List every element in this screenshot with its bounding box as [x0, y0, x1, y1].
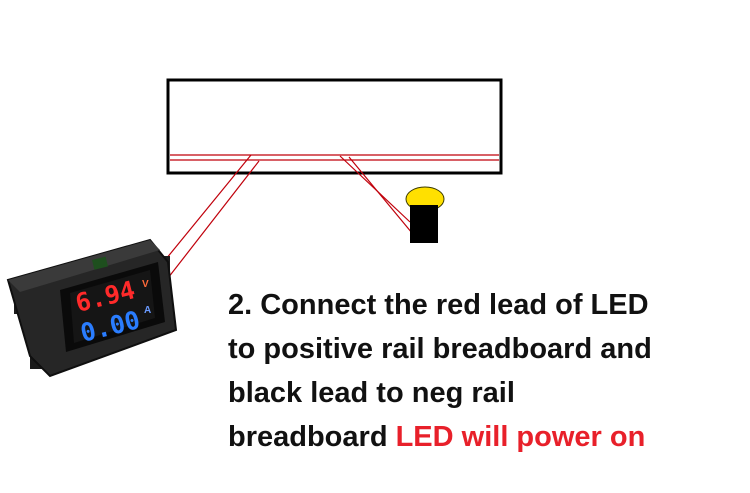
caption-line-4-text: breadboard — [228, 421, 396, 453]
led-lead-2 — [348, 156, 413, 234]
led — [405, 186, 445, 243]
caption-line-2: to positive rail breadboard and — [228, 333, 652, 365]
voltage-unit-label: V — [142, 279, 149, 290]
caption-line-1: 2. Connect the red lead of LED — [228, 289, 649, 321]
led-body — [410, 205, 438, 243]
current-unit-label: A — [144, 305, 151, 316]
meter-connector — [91, 256, 109, 270]
volt-amp-meter: 6.94 0.00 V A — [6, 238, 178, 378]
meter-lead-2 — [160, 160, 260, 288]
instruction-caption: 2. Connect the red lead of LED to positi… — [228, 283, 743, 459]
caption-line-4: breadboard LED will power on — [228, 415, 743, 459]
breadboard — [166, 78, 503, 175]
caption-highlight: LED will power on — [395, 421, 646, 453]
meter-lead-1 — [156, 154, 252, 271]
meter-display — [70, 270, 155, 343]
meter-top-face — [8, 240, 160, 292]
caption-line-3: black lead to neg rail — [228, 377, 515, 409]
